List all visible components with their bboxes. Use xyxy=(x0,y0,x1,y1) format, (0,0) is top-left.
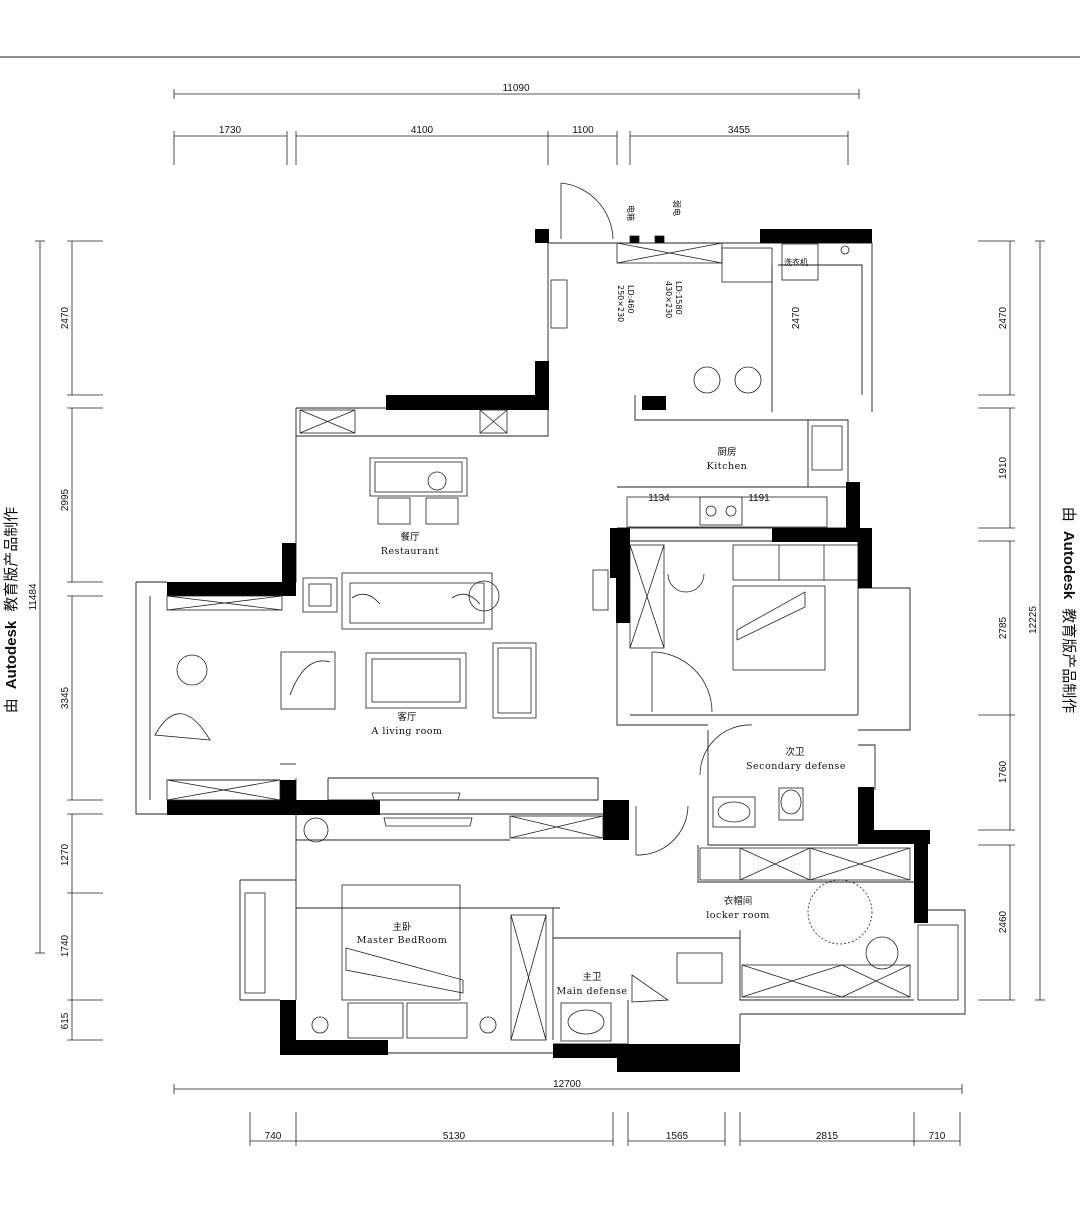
dim-bottom-5: 710 xyxy=(929,1131,946,1142)
dim-balcony: 2470 xyxy=(791,306,802,329)
washer-label: 洗衣机 xyxy=(784,257,808,267)
kitchen-label-en: Kitchen xyxy=(707,461,748,472)
living-label-zh: 客厅 xyxy=(397,711,417,723)
watermark-right-brand: Autodesk xyxy=(1060,531,1077,600)
structural-walls xyxy=(167,229,930,1072)
watermark-right: 由 Autodesk 教育版产品制作 xyxy=(1060,507,1079,714)
watermark-left-prefix: 由 xyxy=(2,698,20,713)
secondary-label-zh: 次卫 xyxy=(785,746,805,758)
dim-left-3: 3345 xyxy=(60,686,71,709)
watermark-left-suffix: 教育版产品制作 xyxy=(2,507,20,612)
kitchen-label-zh: 厨房 xyxy=(717,446,736,458)
dim-top-1: 1730 xyxy=(219,125,242,136)
dim-kitchen-2: 1191 xyxy=(748,493,770,504)
secondary-label-en: Secondary defense xyxy=(746,761,846,772)
dim-left-2: 2995 xyxy=(60,488,71,511)
restaurant-label-en: Restaurant xyxy=(381,546,439,557)
dimension-lines xyxy=(35,89,1045,1146)
watermark-right-prefix: 由 xyxy=(1060,507,1078,522)
dim-top-4: 3455 xyxy=(728,125,751,136)
restaurant-label-zh: 餐厅 xyxy=(400,531,420,543)
svg-text:由 Autodesk 教育版产品制作: 由 Autodesk 教育版产品制作 xyxy=(1,507,20,714)
dim-right-4: 1760 xyxy=(998,760,1009,783)
dim-left-5: 1740 xyxy=(60,934,71,957)
dim-top-2: 4100 xyxy=(411,125,434,136)
living-label-en: A living room xyxy=(370,726,442,737)
dim-left-1: 2470 xyxy=(60,306,71,329)
dim-right-3: 2785 xyxy=(998,616,1009,639)
room-labels: 餐厅 Restaurant 客厅 A living room 厨房 Kitche… xyxy=(357,446,846,997)
master-label-en: Master BedRoom xyxy=(357,935,448,946)
watermark-left-brand: Autodesk xyxy=(3,620,20,689)
kitchen-note-4: 250×230 xyxy=(616,285,625,322)
dim-bottom-total: 12700 xyxy=(553,1079,581,1090)
watermark-right-suffix: 教育版产品制作 xyxy=(1060,608,1078,713)
watermark-left: 由 Autodesk 教育版产品制作 xyxy=(1,507,20,714)
kitchen-note-3: LD:460 xyxy=(626,285,635,314)
meter-label-1: 电箱 xyxy=(626,205,636,221)
dimension-text: 11090 1730 4100 1100 3455 11484 2470 299… xyxy=(28,83,1039,1142)
dim-right-total: 12225 xyxy=(1028,606,1039,634)
dim-left-6: 615 xyxy=(60,1012,71,1029)
dim-bottom-4: 2815 xyxy=(816,1131,839,1142)
dim-left-4: 1270 xyxy=(60,843,71,866)
dim-left-total: 11484 xyxy=(28,583,39,611)
dim-bottom-3: 1565 xyxy=(666,1131,689,1142)
dim-top-total: 11090 xyxy=(502,83,530,94)
meter-label-2: 弱电 xyxy=(672,200,682,216)
dim-right-2: 1910 xyxy=(998,456,1009,479)
dim-bottom-2: 5130 xyxy=(443,1131,466,1142)
master-label-zh: 主卧 xyxy=(392,921,412,933)
main-bath-label-zh: 主卫 xyxy=(582,971,602,983)
furniture xyxy=(154,182,959,1042)
dim-right-1: 2470 xyxy=(998,306,1009,329)
locker-label-zh: 衣帽间 xyxy=(724,895,753,907)
wall-outlines xyxy=(135,242,966,1059)
kitchen-note-2: 430×230 xyxy=(664,281,673,318)
kitchen-note-1: LD:1580 xyxy=(674,281,683,315)
dim-kitchen-1: 1134 xyxy=(648,493,670,504)
locker-label-en: locker room xyxy=(706,910,770,921)
main-bath-label-en: Main defense xyxy=(556,986,627,997)
dim-right-5: 2460 xyxy=(998,910,1009,933)
svg-text:由 Autodesk 教育版产品制作: 由 Autodesk 教育版产品制作 xyxy=(1060,507,1079,714)
dim-bottom-1: 740 xyxy=(265,1131,282,1142)
dim-top-3: 1100 xyxy=(572,125,594,136)
